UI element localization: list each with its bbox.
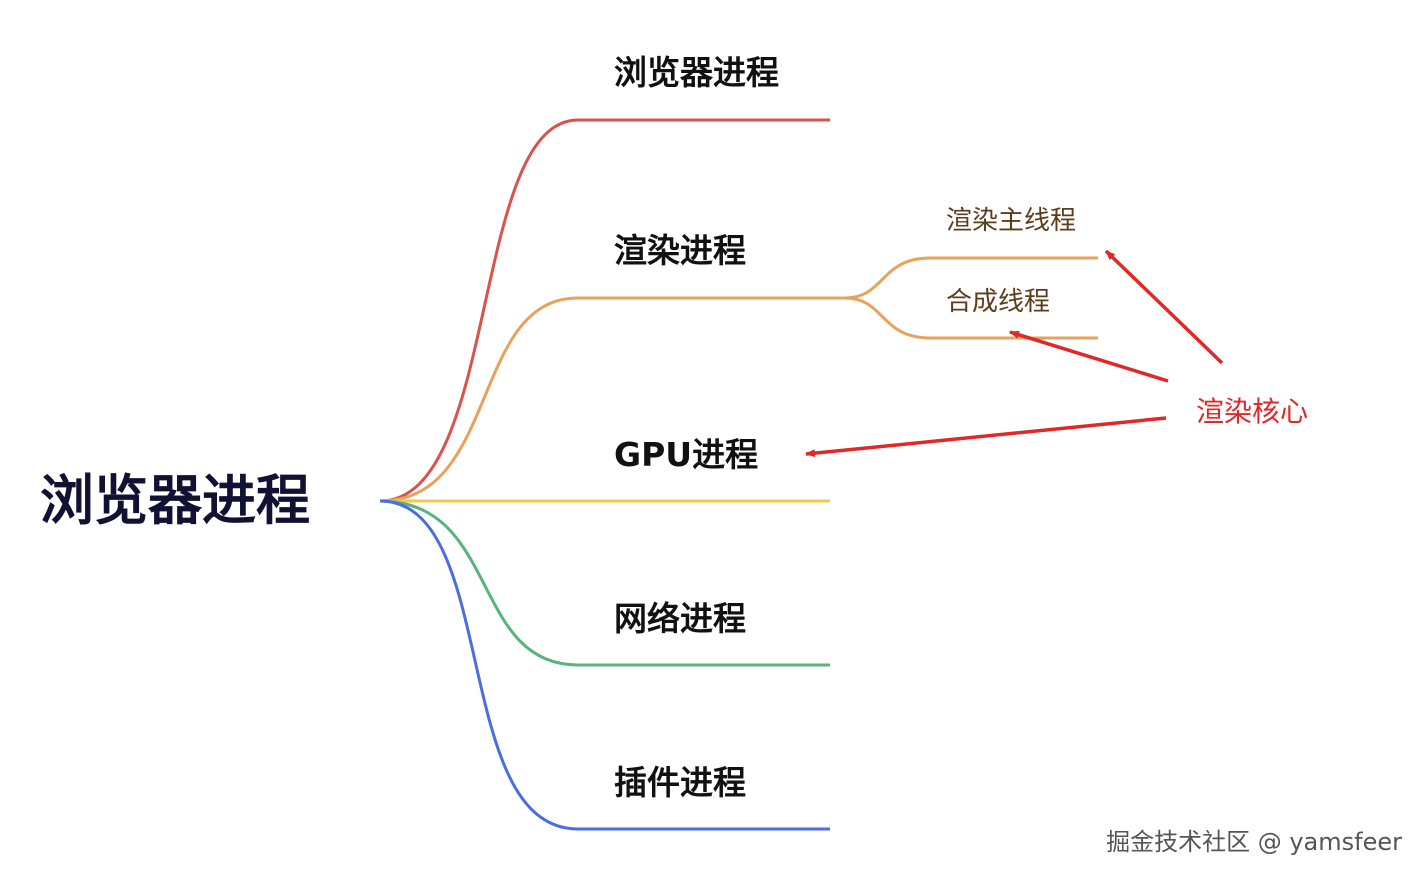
connector-render-compositor-thread bbox=[844, 296, 1098, 340]
connector-render bbox=[379, 296, 845, 503]
connector-browser bbox=[379, 118, 830, 503]
connector-plugin bbox=[379, 499, 830, 831]
branch-browser-process: 浏览器进程 bbox=[614, 53, 779, 92]
arrow-to-gpu-process bbox=[805, 416, 1167, 458]
branch-renderer-process: 渲染进程 bbox=[614, 231, 746, 270]
connector-render-main-thread bbox=[844, 256, 1098, 300]
watermark-text: 掘金技术社区 @ yamsfeer bbox=[1106, 828, 1402, 856]
sub-branch-main-thread: 渲染主线程 bbox=[946, 206, 1077, 236]
branch-plugin-process: 插件进程 bbox=[614, 763, 746, 802]
connector-network bbox=[379, 499, 830, 667]
branch-gpu-process: GPU进程 bbox=[614, 435, 759, 474]
root-node-label: 浏览器进程 bbox=[40, 469, 310, 532]
annotation-render-core: 渲染核心 bbox=[1196, 395, 1309, 428]
arrow-to-main-thread bbox=[1104, 249, 1224, 365]
branch-network-process: 网络进程 bbox=[614, 599, 746, 638]
sub-branch-compositor-thread: 合成线程 bbox=[946, 287, 1051, 317]
arrow-to-compositor-thread bbox=[1009, 330, 1169, 383]
